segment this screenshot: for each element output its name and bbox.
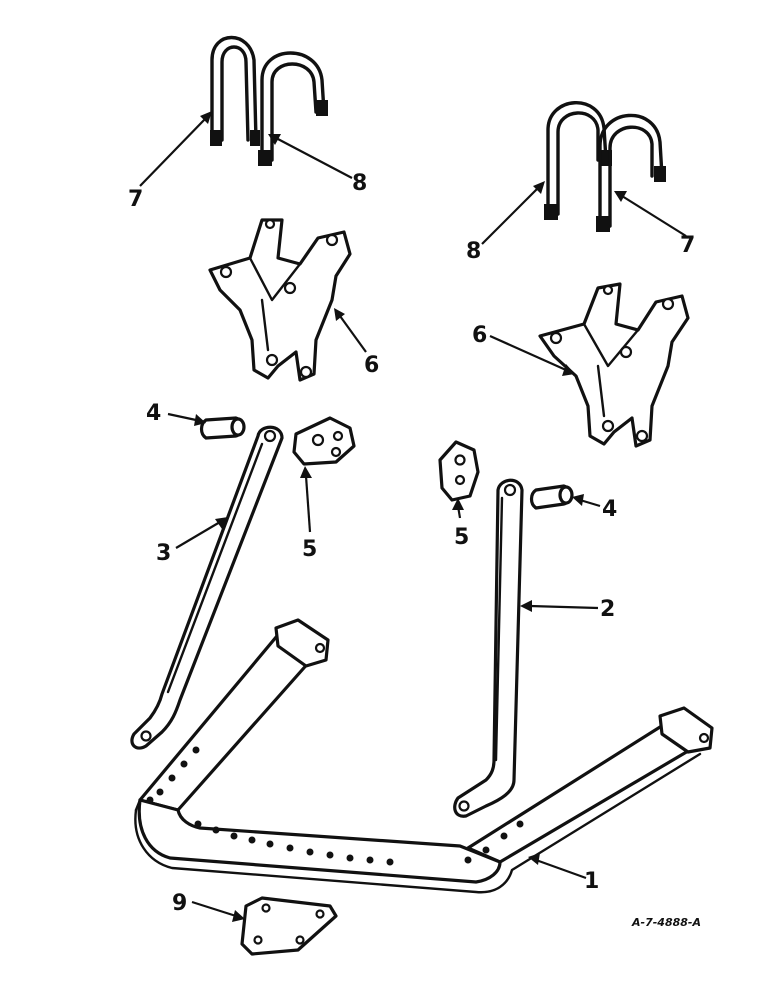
- callout-5-right: 5: [454, 525, 469, 550]
- u-bolt-right-8: [544, 101, 612, 220]
- plate: [240, 896, 338, 956]
- callout-5-left: 5: [302, 537, 317, 562]
- right-brace: [453, 478, 524, 818]
- callout-8-left: 8: [352, 171, 367, 196]
- callout-3: 3: [156, 541, 171, 566]
- clevis-right: [438, 440, 480, 502]
- callout-1: 1: [584, 869, 599, 894]
- callout-8-right: 8: [466, 239, 481, 264]
- drawbar-frame: [134, 618, 714, 894]
- callout-2: 2: [600, 597, 615, 622]
- left-brace: [130, 425, 284, 750]
- callout-6-left: 6: [364, 353, 379, 378]
- u-bolt-right-7: [596, 113, 666, 232]
- callout-7-right: 7: [680, 233, 695, 258]
- bracket-left: [208, 218, 352, 382]
- u-bolt-left-8: [258, 51, 328, 166]
- callout-4-right: 4: [602, 497, 617, 522]
- callout-9: 9: [172, 891, 187, 916]
- pin-left: [199, 416, 246, 440]
- pin-right: [529, 484, 574, 510]
- callout-6-right: 6: [472, 323, 487, 348]
- u-bolt-left-7: [210, 35, 260, 146]
- frame-holes: [146, 746, 524, 866]
- callout-4-left: 4: [146, 401, 161, 426]
- leader-lines: [139, 111, 687, 922]
- reference-code: A-7-4888-A: [631, 916, 701, 929]
- callout-7-left: 7: [128, 187, 143, 212]
- callout-numbers: 1 2 3 4 4 5 5 6 6 7 7 8 8 9: [128, 171, 695, 916]
- bracket-right: [538, 282, 690, 448]
- clevis-left: [292, 416, 356, 466]
